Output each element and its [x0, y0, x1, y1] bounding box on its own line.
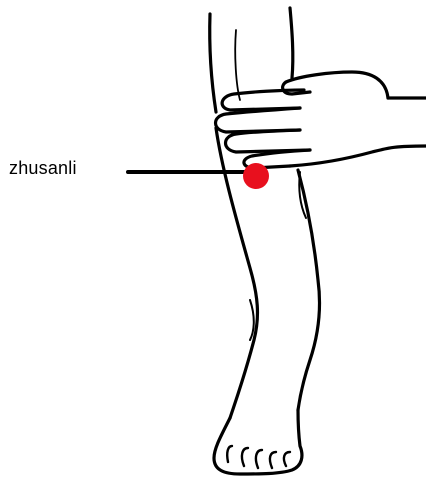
toe-4 — [270, 452, 276, 468]
thigh-outline — [210, 14, 216, 112]
foot-illustration — [214, 410, 302, 474]
thigh-inner-line — [235, 30, 240, 100]
hand-illustration — [216, 72, 426, 168]
finger-ring — [226, 130, 311, 152]
thumb — [283, 82, 310, 94]
thigh-right-outline — [290, 8, 293, 78]
toe-3 — [256, 450, 262, 468]
point-label: zhusanli — [9, 157, 77, 179]
shin-bone-line — [250, 300, 254, 340]
toe-2 — [242, 448, 248, 466]
toe-5 — [284, 452, 290, 466]
finger-middle — [216, 108, 301, 132]
toe-1 — [227, 446, 232, 462]
acupoint-marker — [243, 163, 269, 189]
